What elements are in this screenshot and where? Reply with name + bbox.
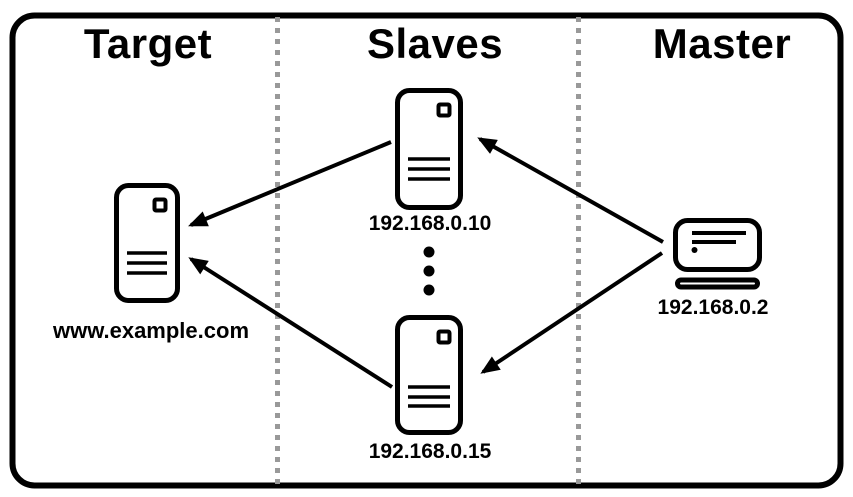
- server-vent-lines: [408, 157, 450, 181]
- master-laptop-label: 192.168.0.2: [658, 296, 769, 319]
- server-vent-lines: [408, 385, 450, 408]
- slave-server-1-icon: [395, 88, 463, 210]
- more-slaves-ellipsis-icon: [423, 246, 435, 296]
- slave-server-2-icon: [395, 315, 463, 435]
- laptop-screen-lines: [692, 231, 746, 244]
- target-server-label: www.example.com: [52, 318, 249, 343]
- server-led-square: [436, 102, 452, 118]
- laptop-base: [675, 277, 760, 290]
- slave-server-2-label: 192.168.0.15: [369, 440, 492, 463]
- diagram-border: [9, 12, 844, 489]
- arrow-master-to-slave2: [480, 251, 664, 374]
- arrow-master-to-slave1: [477, 137, 664, 244]
- column-title-slaves: Slaves: [367, 20, 503, 67]
- target-server-icon: [114, 183, 180, 303]
- column-title-target: Target: [84, 20, 212, 67]
- server-vent-lines: [127, 251, 167, 275]
- server-led-square: [152, 197, 168, 213]
- laptop-cursor-dot: [691, 247, 698, 253]
- master-laptop-icon: [673, 218, 762, 290]
- slave-server-1-label: 192.168.0.10: [369, 212, 492, 235]
- arrow-slave1-to-target: [188, 140, 392, 227]
- column-title-master: Master: [653, 20, 791, 67]
- arrow-slave2-to-target: [188, 257, 394, 389]
- server-led-square: [436, 329, 452, 345]
